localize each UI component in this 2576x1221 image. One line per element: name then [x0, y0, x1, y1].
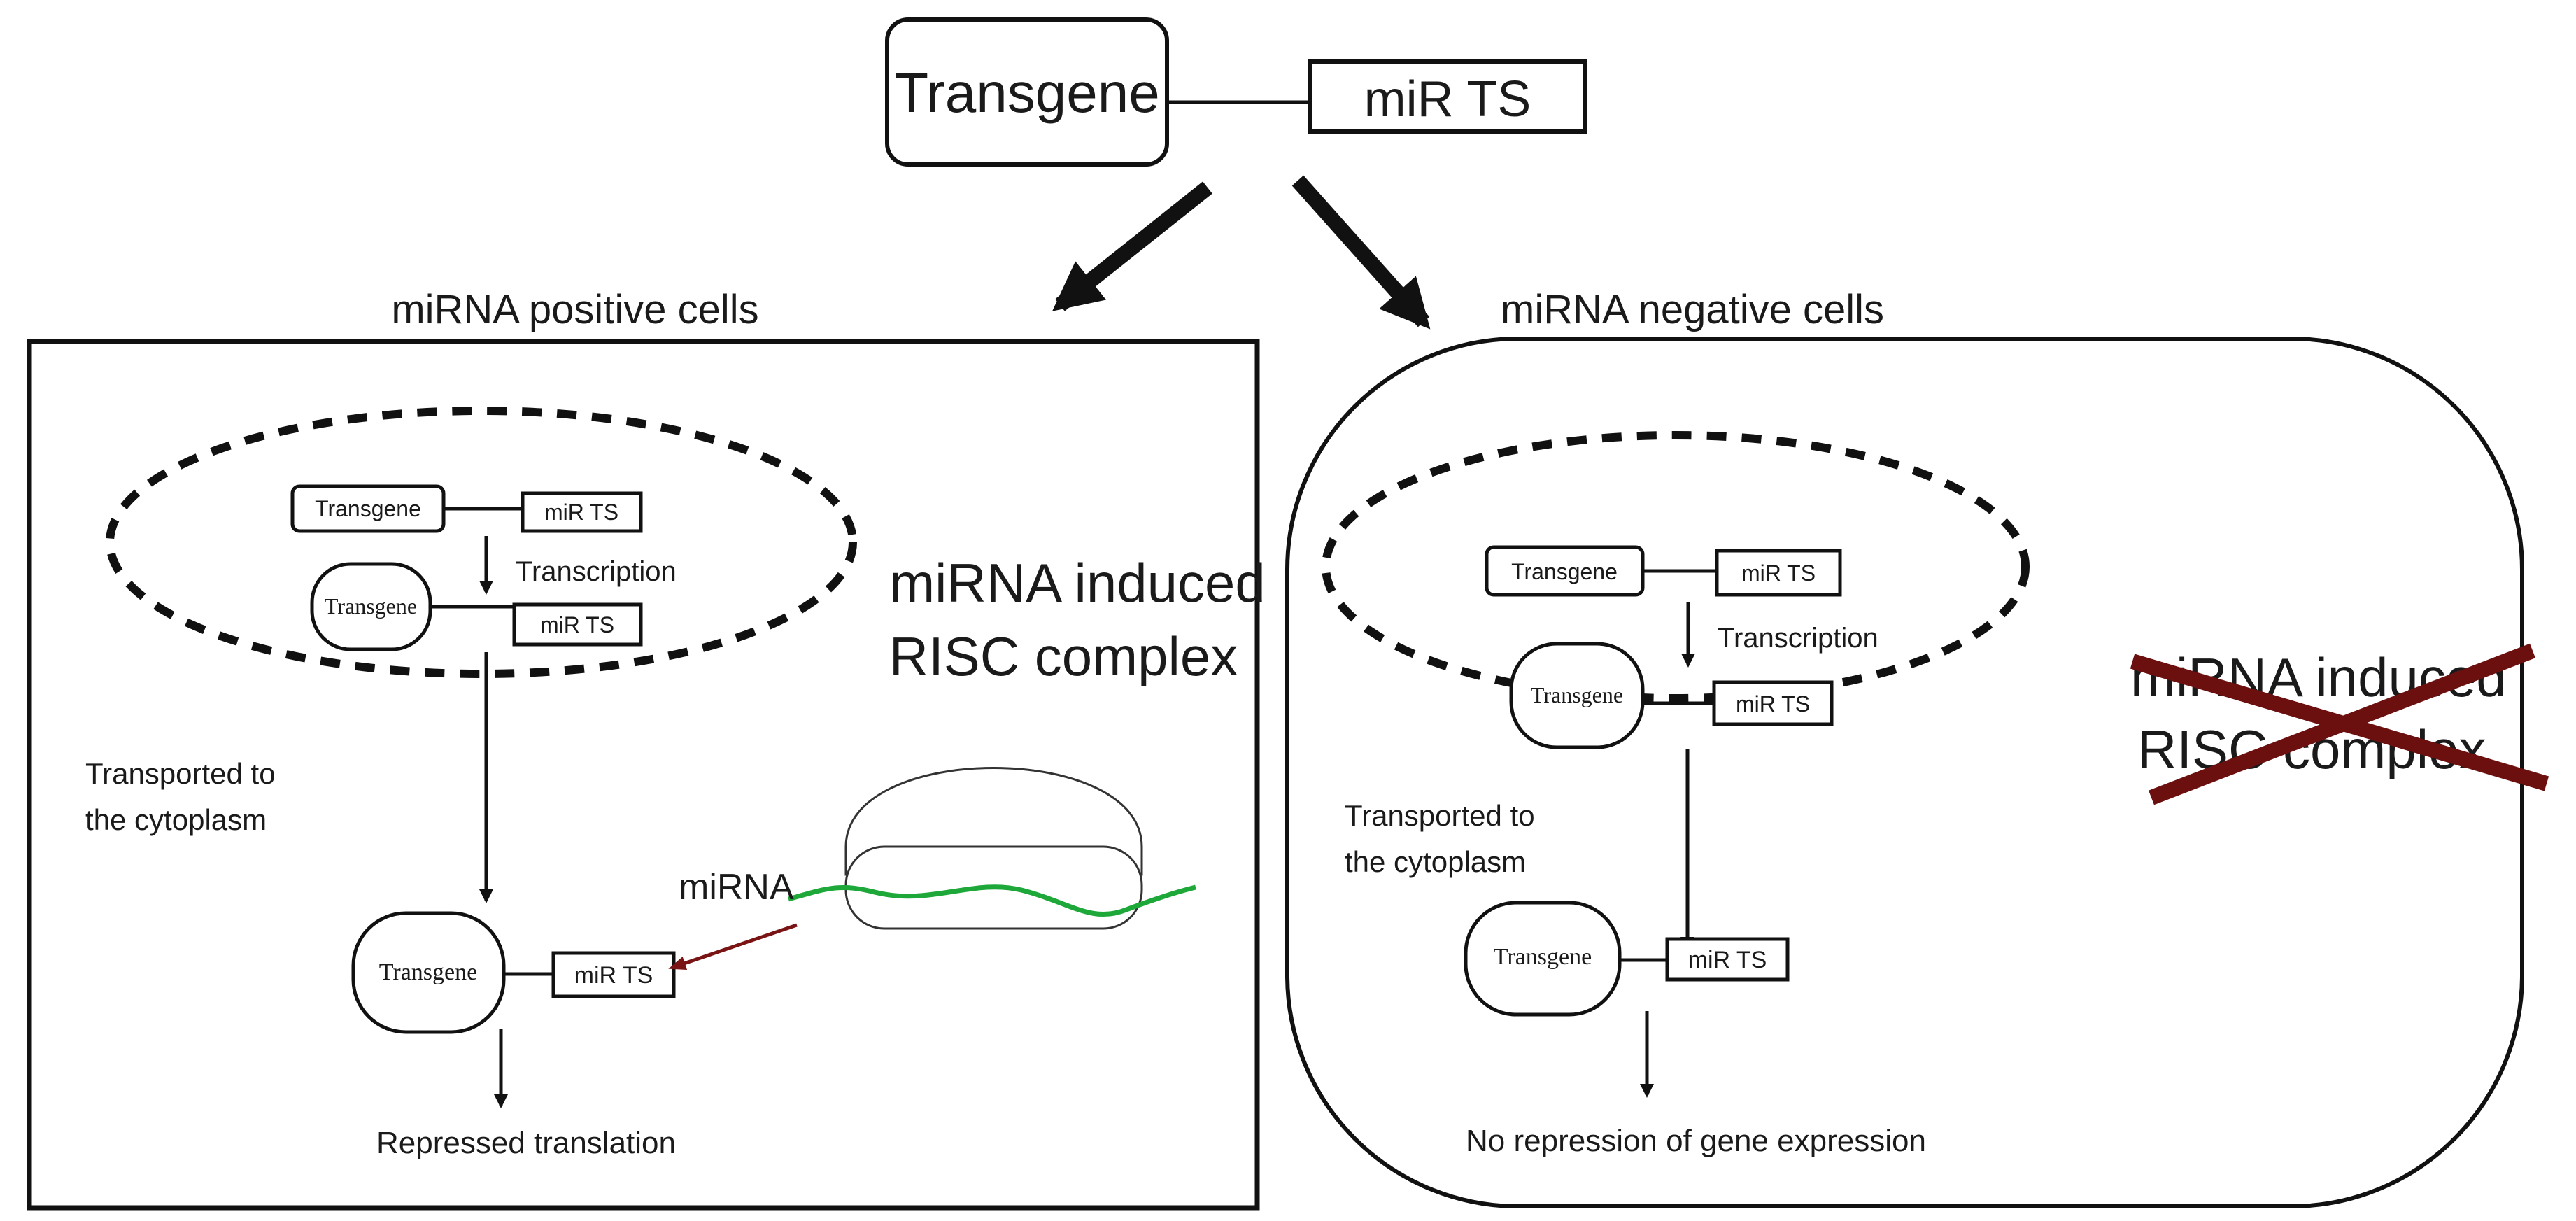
nucleus-outline [106, 407, 857, 678]
cross-out-icon [2130, 643, 2549, 805]
mrna-mir-ts-box [512, 602, 643, 647]
mrna-transgene-label: Transgene [1531, 682, 1623, 707]
mirna-strand [788, 884, 1196, 917]
positive-title: miRNA positive cells [391, 287, 758, 332]
transcription-label: Transcription [516, 556, 677, 587]
transgene-label: Transgene [894, 62, 1160, 124]
cyto-mir-ts-label: miR TS [574, 962, 653, 989]
mrna-mir-ts-label: miR TS [540, 612, 614, 637]
positive-cell-border [27, 339, 1260, 1211]
nucleus-mir-ts-label: miR TS [1741, 560, 1816, 586]
mirna-label: miRNA [679, 867, 794, 908]
risc-label-line2: RISC complex [889, 626, 1238, 687]
arrow-to-negative [1291, 175, 1431, 330]
nucleus-outline [1322, 431, 2030, 703]
transport-label-line2: the cytoplasm [1345, 845, 1526, 878]
result-label: No repression of gene expression [1466, 1124, 1926, 1158]
mrna-mir-ts-label: miR TS [1736, 691, 1810, 717]
negative-cell-panel: Transgene miR TS Transcription Transgene… [1285, 337, 2549, 1208]
mrna-transgene-shape [1509, 642, 1645, 749]
arrow-to-positive [1052, 181, 1212, 311]
transgene-box [885, 17, 1169, 167]
risc-complex-shape [844, 767, 1143, 930]
mrna-mir-ts-box [1712, 680, 1834, 726]
nucleus-transgene-label: Transgene [1511, 559, 1618, 584]
transport-label-line2: the cytoplasm [85, 803, 267, 836]
mrna-transgene-label: Transgene [325, 593, 417, 619]
nucleus-mir-ts-box [521, 491, 643, 533]
cyto-transgene-label: Transgene [1494, 944, 1592, 970]
top-construct: Transgene miR TS [885, 17, 1587, 167]
positive-cell-panel: Transgene miR TS Transcription Transgene… [27, 339, 1266, 1211]
cyto-mir-ts-box [1665, 937, 1790, 982]
cyto-mir-ts-box [551, 951, 676, 998]
cross-line [2149, 643, 2535, 805]
result-label: Repressed translation [376, 1126, 676, 1160]
cyto-mir-ts-label: miR TS [1688, 947, 1767, 973]
nucleus-mir-ts-label: miR TS [544, 500, 618, 525]
nucleus-mir-ts-box [1715, 549, 1842, 597]
transport-label-line1: Transported to [85, 757, 276, 790]
mir-ts-box [1308, 59, 1587, 134]
inhibition-arrow [668, 923, 798, 971]
nucleus-transgene-label: Transgene [315, 496, 421, 521]
transport-label-line1: Transported to [1345, 799, 1535, 832]
cyto-transgene-label: Transgene [379, 959, 477, 985]
negative-title: miRNA negative cells [1501, 287, 1884, 332]
mir-ts-label: miR TS [1364, 71, 1531, 127]
transcription-label: Transcription [1718, 623, 1878, 654]
risc-label-line1: miRNA induced [889, 552, 1266, 614]
